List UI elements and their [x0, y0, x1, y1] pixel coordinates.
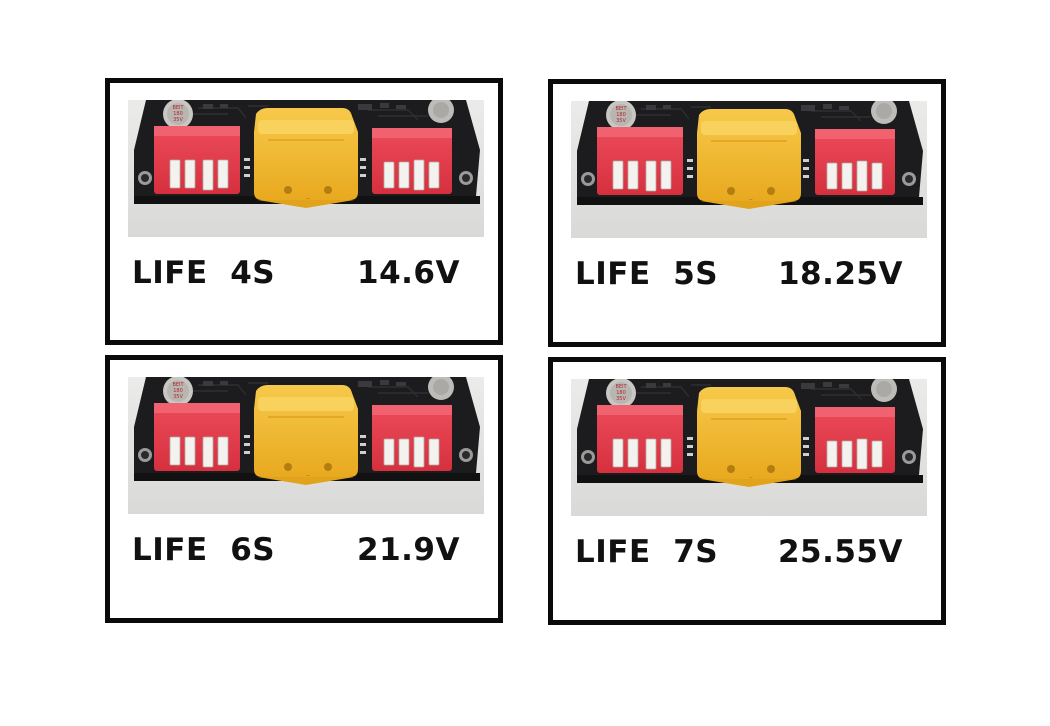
preset-caption: LIFE 7S 25.55V	[571, 530, 927, 574]
board-photo	[571, 101, 927, 238]
cell-count-label: 4S	[230, 255, 276, 291]
preset-caption: LIFE 4S 14.6V	[128, 251, 484, 295]
cell-count-label: 6S	[230, 532, 276, 568]
preset-card-life-7s: LIFE 7S 25.55V	[548, 357, 946, 625]
chemistry-cells-label: LIFE 7S	[575, 530, 718, 574]
chemistry-label: LIFE	[575, 534, 651, 570]
preset-caption: LIFE 5S 18.25V	[571, 252, 927, 296]
voltage-label: 14.6V	[357, 255, 460, 291]
preset-card-life-6s: LIFE 6S 21.9V	[105, 355, 503, 623]
preset-card-life-4s: LIFE 4S 14.6V	[105, 78, 503, 345]
voltage-label: 25.55V	[777, 534, 903, 570]
cell-count-label: 5S	[673, 256, 719, 292]
chemistry-label: LIFE	[132, 532, 208, 568]
board-photo	[571, 379, 927, 516]
chemistry-label: LIFE	[132, 255, 208, 291]
board-photo	[128, 377, 484, 514]
chemistry-cells-label: LIFE 4S	[132, 251, 275, 295]
board-photo	[128, 100, 484, 237]
chemistry-cells-label: LIFE 5S	[575, 252, 718, 296]
chemistry-cells-label: LIFE 6S	[132, 528, 275, 572]
preset-caption: LIFE 6S 21.9V	[128, 528, 484, 572]
chemistry-label: LIFE	[575, 256, 651, 292]
cell-count-label: 7S	[673, 534, 719, 570]
preset-card-life-5s: LIFE 5S 18.25V	[548, 79, 946, 347]
voltage-label: 21.9V	[357, 532, 460, 568]
voltage-label: 18.25V	[777, 256, 903, 292]
